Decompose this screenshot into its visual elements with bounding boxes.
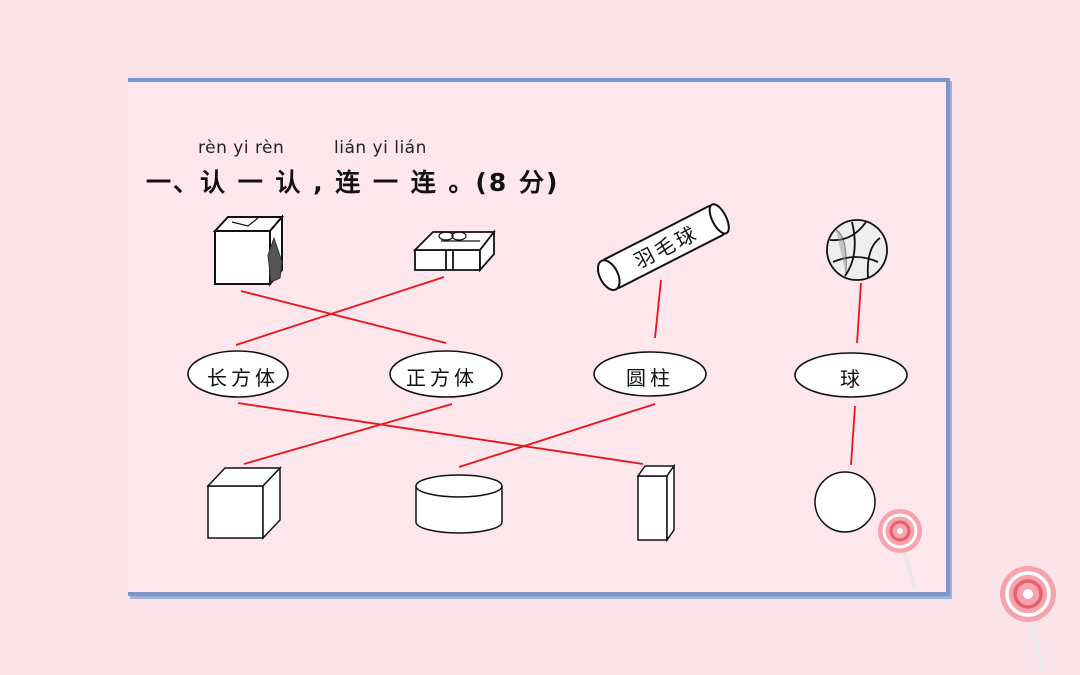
- label-cylinder: 圆柱: [626, 366, 674, 390]
- lollipop-decoration-small: [878, 509, 922, 589]
- label-oval-cube: [389, 350, 503, 398]
- real-gift-box-object: [412, 229, 496, 273]
- geometric-cuboid-shape: [636, 463, 676, 543]
- label-sphere: 球: [840, 367, 864, 391]
- label-oval-sphere: [794, 352, 908, 398]
- match-line-sphere-shape: [850, 405, 856, 466]
- matching-lines: [235, 276, 862, 468]
- real-cube-object: [212, 214, 285, 287]
- geometric-cube-shape: [206, 466, 282, 540]
- match-line-cylinder-shape: [458, 403, 656, 468]
- match-line-cube-shape: [243, 403, 453, 465]
- question-title: 一、认 一 认 , 连 一 连 。(8 分): [146, 168, 560, 197]
- pinyin-lian-yi-lian: lián yi lián: [334, 138, 427, 158]
- match-line-cuboid-shape: [237, 402, 644, 465]
- lollipop-decoration-large: [1000, 566, 1056, 670]
- geometric-sphere-shape: [814, 471, 876, 533]
- label-cube: 正方体: [406, 366, 478, 390]
- real-volleyball-object: [826, 219, 888, 281]
- match-line-gift-box: [235, 276, 445, 346]
- card-inner: [128, 82, 946, 592]
- label-oval-cylinder: [593, 351, 707, 397]
- match-line-cube-object: [240, 290, 447, 344]
- pinyin-ren-yi-ren: rèn yi rèn: [198, 138, 285, 158]
- real-badminton-tube-object: 羽毛球: [596, 203, 730, 291]
- match-line-badminton-tube: [654, 279, 662, 339]
- label-cuboid: 长方体: [207, 366, 279, 390]
- match-line-volleyball: [856, 282, 862, 344]
- geometric-cylinder-shape: [415, 474, 503, 534]
- label-oval-cuboid: [187, 350, 289, 398]
